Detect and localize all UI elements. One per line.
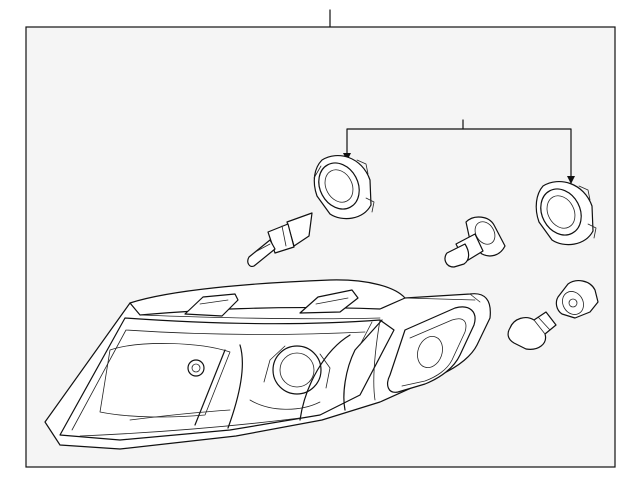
left-bulb	[247, 212, 313, 267]
side-marker-bulb	[507, 311, 557, 350]
socket-callout-bracket	[343, 119, 575, 184]
headlamp-assembly	[44, 279, 491, 450]
left-bulb-socket	[313, 155, 375, 220]
arrowhead-right	[567, 176, 575, 184]
right-bulb-socket	[535, 181, 597, 246]
side-marker-socket	[555, 280, 599, 319]
center-bulb	[444, 216, 506, 268]
